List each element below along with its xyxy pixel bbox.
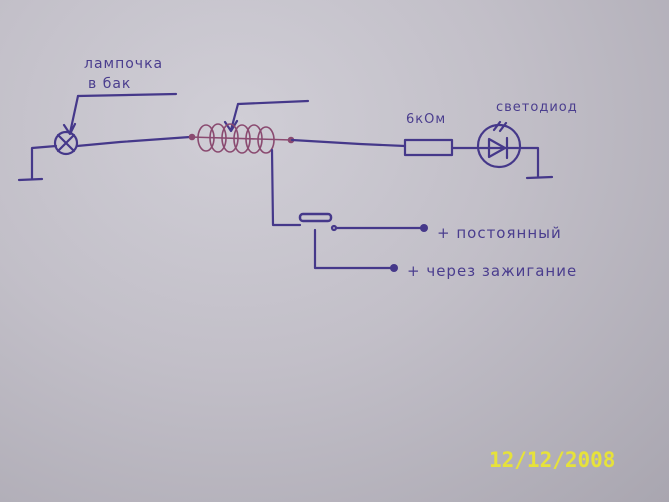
ground-left-icon <box>17 144 58 182</box>
coil-icon <box>188 123 295 154</box>
ground-right-icon <box>518 146 554 180</box>
resistor-icon <box>403 138 454 157</box>
wire <box>290 138 407 148</box>
constant-plus-label: + постоянный <box>437 224 562 242</box>
wire <box>75 135 192 148</box>
wire <box>270 148 302 227</box>
lamp-label-line2: в бак <box>88 76 131 92</box>
lamp-icon <box>53 130 79 156</box>
wire <box>313 228 394 270</box>
lamp-label-underline <box>76 92 178 98</box>
ignition-plus-label: + через зажигание <box>407 262 577 280</box>
lamp-label-line1: лампочка <box>84 56 163 72</box>
terminal-constant <box>420 224 428 232</box>
terminal-ignition <box>390 264 398 272</box>
switch-icon <box>298 212 333 223</box>
led-label: светодиод <box>496 100 578 115</box>
led-icon <box>476 120 522 169</box>
photo-timestamp: 12/12/2008 <box>489 448 616 472</box>
resistor-label: 6кОм <box>406 112 446 127</box>
lamp-arrow-icon <box>62 94 80 136</box>
